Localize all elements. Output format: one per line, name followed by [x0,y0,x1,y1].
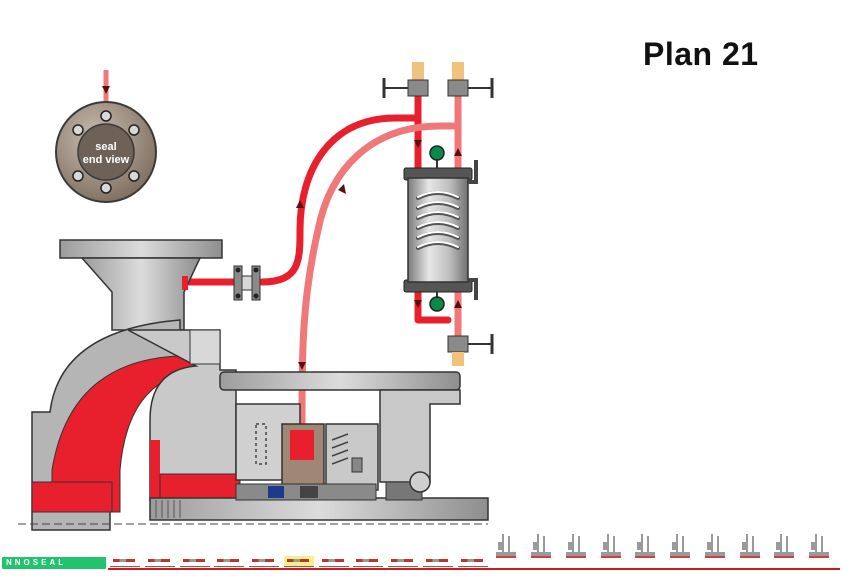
thumbnail-preview [740,556,760,558]
plan-thumbnail[interactable] [736,532,764,560]
thumbnail-preview [148,559,170,562]
plan-thumbnail[interactable] [214,556,244,567]
thumbnail-preview [496,556,516,558]
seal-view-label-line1: seal [95,141,116,153]
valve-icon [382,62,494,366]
thumbnail-preview [533,542,539,550]
thumbnail-preview [705,552,725,556]
plan-thumbnail[interactable] [249,556,279,567]
thumbnail-preview [776,542,782,550]
thumbnail-preview [670,556,690,558]
thumbnail-preview [252,559,274,562]
thumbnail-preview [707,542,713,550]
plan-thumbnail[interactable] [701,532,729,560]
thumbnail-preview [601,556,621,558]
plan-thumbnail[interactable] [388,556,418,567]
thumbnail-preview [113,559,135,562]
thumbnail-preview [531,552,551,556]
thumbnail-preview [774,552,794,556]
thumbnail-preview [322,559,344,562]
thumbnail-preview [740,552,760,556]
thumbnail-preview [391,559,413,562]
pump-shaft [18,471,489,525]
thumbnail-preview [705,556,725,558]
thumbnail-preview [531,556,551,558]
thumbnail-preview [613,536,615,554]
thumbnail-preview [635,556,655,558]
thumbnail-preview [287,559,309,562]
thumbnail-preview [183,559,205,562]
brand-badge [2,557,106,569]
thumbnail-preview [809,556,829,558]
thumbnail-preview [647,536,649,554]
nav-strip-line [108,568,840,570]
seal-view-label-line2: end view [83,154,130,166]
thumbnail-preview [568,542,574,550]
thumbnail-preview [752,536,754,554]
thumbnail-preview [672,542,678,550]
plan-thumbnail[interactable] [562,532,590,560]
plan-thumbnail[interactable] [631,532,659,560]
plan-thumbnail[interactable] [353,556,383,567]
thumbnail-preview [508,536,510,554]
plan-thumbnail[interactable] [284,556,314,567]
thumbnail-preview [426,559,448,562]
cooler-coil-icon [403,160,478,300]
plan-thumbnail[interactable] [770,532,798,560]
thumbnail-preview [682,536,684,554]
thumbnail-preview [637,542,643,550]
thumbnail-preview [496,552,516,556]
brand-text: NNOSEAL [6,558,67,567]
gauge-icon [429,145,445,312]
plan-thumbnail[interactable] [423,556,453,567]
plan-thumbnail[interactable] [180,556,210,567]
seal-end-view-icon [55,70,157,203]
thumbnail-preview [774,556,794,558]
seal-chamber [281,423,379,491]
plan-thumbnail[interactable] [805,532,833,560]
thumbnail-preview [635,552,655,556]
thumbnail-preview [742,542,748,550]
pipe-flange-icon [233,265,261,301]
pump-casing [31,239,241,531]
plan-title: Plan 21 [643,36,759,72]
thumbnail-preview [461,559,483,562]
thumbnail-preview [717,536,719,554]
thumbnail-preview [217,559,239,562]
thumbnail-preview [786,536,788,554]
thumbnail-preview [601,552,621,556]
flow-arrow-icon [296,140,462,370]
thumbnail-preview [356,559,378,562]
thumbnail-preview [543,536,545,554]
plan-thumbnail[interactable] [527,532,555,560]
thumbnail-preview [566,552,586,556]
thumbnail-preview [809,552,829,556]
thumbnail-preview [578,536,580,554]
plan-thumbnail[interactable] [110,556,140,567]
plan-thumbnail[interactable] [458,556,488,567]
thumbnail-preview [811,542,817,550]
thumbnail-preview [498,542,504,550]
plan-thumbnail[interactable] [666,532,694,560]
thumbnail-preview [566,556,586,558]
thumbnail-preview [603,542,609,550]
thumbnail-preview [670,552,690,556]
thumbnail-preview [821,536,823,554]
plan-thumbnail[interactable] [319,556,349,567]
plan-thumbnail[interactable] [145,556,175,567]
plan-thumbnail[interactable] [597,532,625,560]
plan-thumbnail[interactable] [492,532,520,560]
